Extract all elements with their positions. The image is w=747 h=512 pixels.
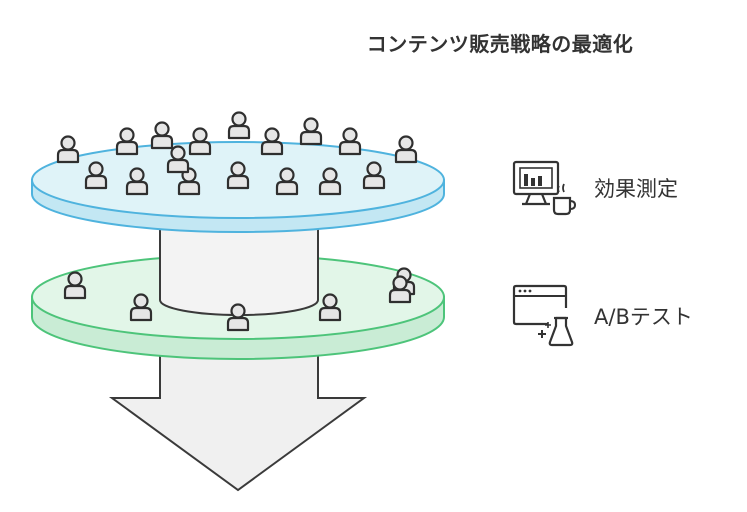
person-icon (394, 135, 418, 164)
legend-ab-test-label: A/Bテスト (594, 305, 693, 329)
legend-measurement: 効果測定 (512, 160, 678, 216)
person-icon (318, 293, 342, 322)
person-icon (56, 135, 80, 164)
person-icon (129, 293, 153, 322)
person-icon (338, 127, 362, 156)
person-icon (63, 271, 87, 300)
person-icon (84, 161, 108, 190)
person-icon (299, 117, 323, 146)
legend-measurement-label: 効果測定 (594, 177, 678, 201)
person-icon (150, 121, 174, 150)
person-icon (226, 161, 250, 190)
person-icon (125, 167, 149, 196)
person-icon (226, 303, 250, 332)
person-icon (166, 145, 190, 174)
legend-ab-test: A/Bテスト (512, 284, 693, 348)
analytics-monitor-icon (512, 160, 576, 216)
person-icon (188, 127, 212, 156)
person-icon (115, 127, 139, 156)
person-icon (318, 167, 342, 196)
page-title: コンテンツ販売戦略の最適化 (366, 32, 634, 56)
person-icon (260, 127, 284, 156)
person-icon (227, 111, 251, 140)
person-icon (362, 161, 386, 190)
person-icon (275, 167, 299, 196)
person-icon (388, 275, 412, 304)
browser-lab-flask-icon (512, 284, 574, 347)
